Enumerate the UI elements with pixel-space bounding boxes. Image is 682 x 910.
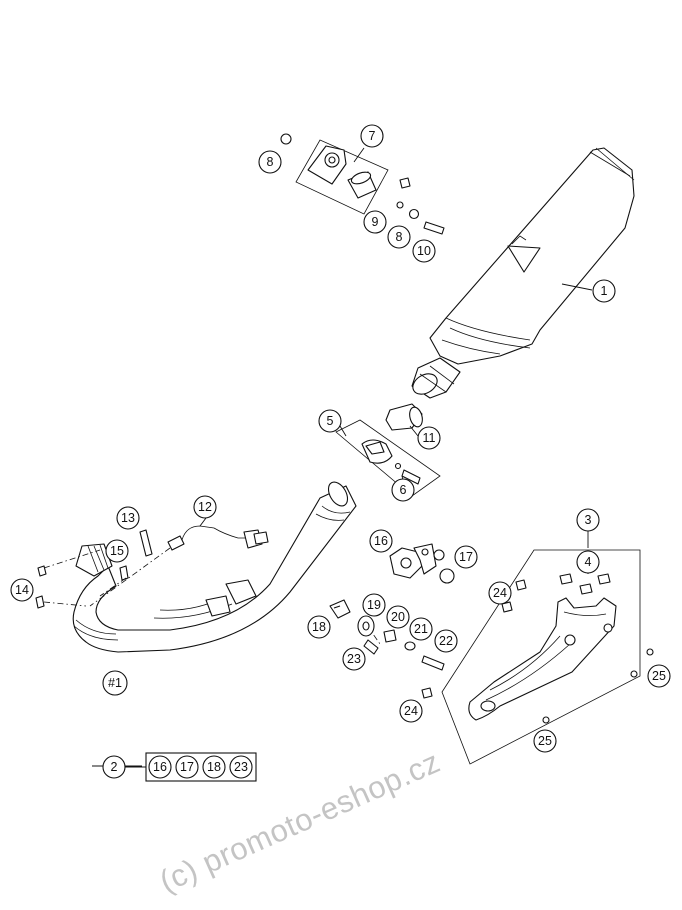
callout-13: 13 <box>116 506 140 530</box>
callout-18: 18 <box>307 615 331 639</box>
callout-8a-label: 8 <box>267 155 274 169</box>
callout-13-label: 13 <box>121 511 135 525</box>
callout-17-label: 17 <box>459 550 473 564</box>
callout-3: 3 <box>576 508 600 532</box>
callout-9: 9 <box>363 210 387 234</box>
kit-item-17-label: 17 <box>180 760 194 774</box>
kit-item-23: 23 <box>229 755 253 779</box>
callout-1: 1 <box>592 279 616 303</box>
callout-3-label: 3 <box>585 513 592 527</box>
clamp-parts <box>335 403 441 497</box>
callout-24a-label: 24 <box>493 586 507 600</box>
muffler-bracket <box>280 133 445 235</box>
callout-18-label: 18 <box>312 620 326 634</box>
silencer <box>411 147 635 399</box>
kit-item-23-label: 23 <box>234 760 248 774</box>
callout-9-label: 9 <box>372 215 379 229</box>
callout-14-label: 14 <box>15 583 29 597</box>
callout-6-label: 6 <box>400 483 407 497</box>
callout-21: 21 <box>409 617 433 641</box>
callout-11: 11 <box>417 426 441 450</box>
callout-5: 5 <box>318 409 342 433</box>
callout-1-label: 1 <box>601 284 608 298</box>
kit-2-group: 2 16 17 18 23 <box>102 752 257 782</box>
callout-12: 12 <box>193 495 217 519</box>
kit-item-17: 17 <box>175 755 199 779</box>
callout-20: 20 <box>386 605 410 629</box>
lambda-sensor <box>35 525 269 609</box>
callout-4-label: 4 <box>585 555 592 569</box>
callout-14: 14 <box>10 578 34 602</box>
callout-8b: 8 <box>387 225 411 249</box>
heat-shield <box>421 549 654 765</box>
kit-2-callout: 2 <box>102 755 126 779</box>
callout-23: 23 <box>342 647 366 671</box>
kit-2-label: 2 <box>111 760 118 774</box>
callout-20-label: 20 <box>391 610 405 624</box>
callout-12-label: 12 <box>198 500 212 514</box>
callout-10-label: 10 <box>417 244 431 258</box>
callout-24a: 24 <box>488 581 512 605</box>
callout-8a: 8 <box>258 150 282 174</box>
callout-15: 15 <box>105 539 129 563</box>
callout-17: 17 <box>454 545 478 569</box>
callout-19: 19 <box>362 593 386 617</box>
callout-25b: 25 <box>533 729 557 753</box>
callout-25a: 25 <box>647 664 671 688</box>
kit-item-16-label: 16 <box>153 760 167 774</box>
callout-11-label: 11 <box>423 431 436 445</box>
callout-16-label: 16 <box>374 534 388 548</box>
callout-21-label: 21 <box>414 622 428 636</box>
callout-7-label: 7 <box>369 129 376 143</box>
kit-item-18: 18 <box>202 755 226 779</box>
kit-item-16: 16 <box>148 755 172 779</box>
heat-shield-mount <box>329 543 455 671</box>
callout-header-pipe: #1 <box>102 670 128 696</box>
callout-10: 10 <box>412 239 436 263</box>
callout-header-pipe-label: #1 <box>108 676 122 690</box>
callout-25b-label: 25 <box>538 734 552 748</box>
header-pipe <box>72 481 357 653</box>
callout-4: 4 <box>576 550 600 574</box>
callout-8b-label: 8 <box>396 230 403 244</box>
callout-7: 7 <box>360 124 384 148</box>
callout-15-label: 15 <box>110 544 124 558</box>
callout-24b-label: 24 <box>404 704 418 718</box>
callout-25a-label: 25 <box>652 669 666 683</box>
callout-23-label: 23 <box>347 652 361 666</box>
callout-19-label: 19 <box>367 598 381 612</box>
callout-24b: 24 <box>399 699 423 723</box>
kit-item-18-label: 18 <box>207 760 221 774</box>
callout-22: 22 <box>434 629 458 653</box>
callout-16: 16 <box>369 529 393 553</box>
callout-6: 6 <box>391 478 415 502</box>
callout-22-label: 22 <box>439 634 453 648</box>
callout-5-label: 5 <box>327 414 334 428</box>
